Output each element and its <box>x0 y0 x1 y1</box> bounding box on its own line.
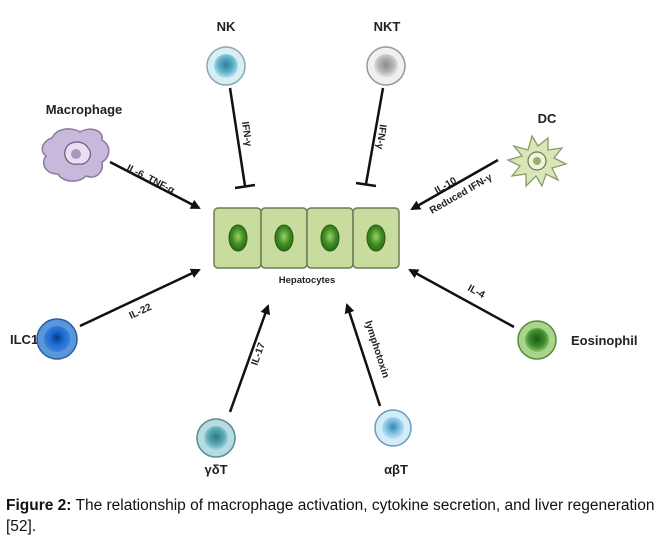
ilc1-cell: ILC1 <box>10 318 78 360</box>
gdt-cytokine: IL-17 <box>249 341 267 367</box>
macrophage-cell: Macrophage <box>41 102 123 182</box>
gdt-cell: γδT <box>196 418 236 477</box>
ilc1-cytokine: IL-22 <box>128 302 154 322</box>
ilc1-label: ILC1 <box>10 332 38 347</box>
nkt-cytokine: IFN-γ <box>373 124 387 151</box>
caption-text: The relationship of macrophage activatio… <box>6 497 655 535</box>
macrophage-cytokine: IL-6, TNF-α <box>125 163 177 197</box>
eosinophil-label: Eosinophil <box>571 333 637 348</box>
nk-cytokine: IFN-γ <box>239 121 253 148</box>
nk-cell: NK <box>206 19 246 86</box>
nkt-inhibition-bar <box>355 181 377 188</box>
diagram: Hepatocytes NK IFN-γ NKT IFN-γ Macrophag… <box>10 19 637 477</box>
gdt-label: γδT <box>204 462 227 477</box>
hepatocyte-nucleus <box>366 224 386 252</box>
nkt-inhibition-line <box>364 87 385 185</box>
hepatocytes-label: Hepatocytes <box>279 275 336 286</box>
abt-label: αβT <box>384 462 408 477</box>
figure-caption: Figure 2: The relationship of macrophage… <box>6 495 656 537</box>
nk-label: NK <box>217 19 236 34</box>
ilc1-arrow <box>79 268 201 328</box>
eosinophil-arrow <box>408 268 515 329</box>
caption-label: Figure 2: <box>6 497 72 514</box>
dc-label: DC <box>538 111 557 126</box>
eosinophil-cytokine: IL-4 <box>466 283 487 301</box>
hepatocyte-nucleus <box>228 224 248 252</box>
abt-cell: αβT <box>374 409 412 477</box>
abt-arrow <box>344 303 382 407</box>
hepatocytes-block: Hepatocytes <box>213 207 400 286</box>
hepatocyte-nucleus <box>320 224 340 252</box>
abt-cytokine: lymphotoxin <box>362 320 391 380</box>
nkt-label: NKT <box>374 19 401 34</box>
hepatocyte-nucleus <box>274 224 294 252</box>
gdt-arrow <box>228 304 271 413</box>
dc-cell: DC <box>506 111 568 188</box>
macrophage-label: Macrophage <box>46 102 123 117</box>
eosinophil-cell: Eosinophil <box>517 320 637 360</box>
nk-inhibition-line <box>228 87 247 187</box>
dc-arrow <box>410 158 499 211</box>
macrophage-arrow <box>109 160 201 210</box>
nk-inhibition-bar <box>234 183 256 190</box>
nkt-cell: NKT <box>366 19 406 86</box>
